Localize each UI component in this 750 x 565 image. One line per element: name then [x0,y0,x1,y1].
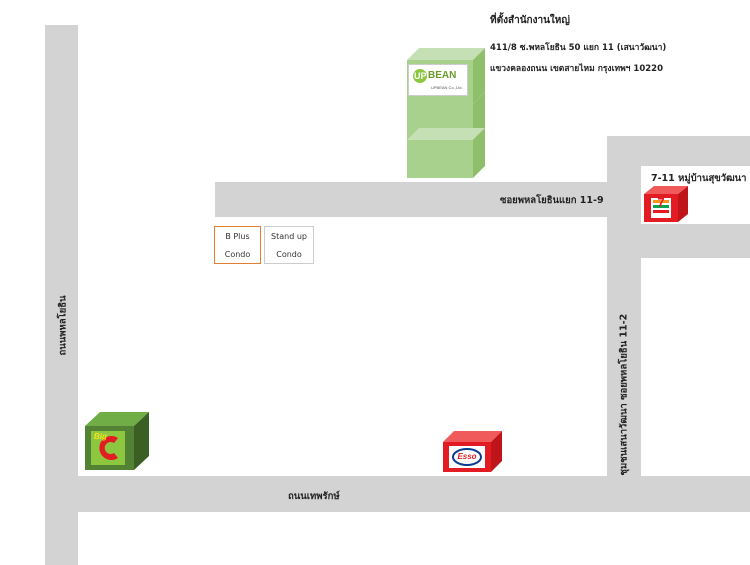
esso-text: Esso [457,452,477,461]
b-plus-condo-line2: Condo [224,250,251,259]
road-right-branch [641,136,750,166]
road-soi-11-9 [215,182,607,217]
big-c-text-big: Big [94,432,107,441]
road-label-soi-11-9: ซอยพหลโยธินแยก 11-9 [500,195,604,206]
hq-address-line1: 411/8 ซ.พหลโยธิน 50 แยก 11 (เสนาวัฒนา) [490,43,667,53]
b-plus-condo: B Plus Condo [214,226,261,264]
stand-up-condo-line1: Stand up [271,232,307,241]
upbean-logo: UP BEAN UPBEAN Co.,Ltd. [408,64,468,96]
big-c-text-c: C [112,423,113,424]
hq-title: ที่ตั้งสำนักงานใหญ่ [490,15,570,26]
road-thep-rak [78,476,750,512]
upbean-logo-bean: BEAN [428,70,457,81]
b-plus-condo-line1: B Plus [225,232,250,241]
hq-address-line2: แขวงคลองถนน เขตสายไหม กรุงเทพฯ 10220 [490,64,663,74]
seven-eleven-icon-text: 7 [657,195,665,210]
road-label-soi-11-2: ชุมชนเสนาวัฒนา ซอยพหลโยธิน 11-2 [618,313,630,476]
road-soi-11-2 [607,136,641,476]
road-label-thep-rak: ถนนเทพรักษ์ [288,491,340,502]
stand-up-condo-line2: Condo [276,250,302,259]
road-right-lower [641,224,750,258]
big-c-store [85,412,149,470]
upbean-logo-circle [413,69,427,83]
seven-eleven-label: 7-11 หมู่บ้านสุขวัฒนา [651,173,747,184]
stand-up-condo: Stand up Condo [264,226,314,264]
esso-station [443,431,502,472]
upbean-logo-up: UP [414,71,427,81]
road-label-phahon-yothin: ถนนพหลโยธิน [57,295,69,356]
seven-eleven-store [644,186,688,222]
upbean-building [407,48,485,178]
upbean-logo-company: UPBEAN Co.,Ltd. [431,85,463,90]
road-phahon-yothin [45,25,78,565]
